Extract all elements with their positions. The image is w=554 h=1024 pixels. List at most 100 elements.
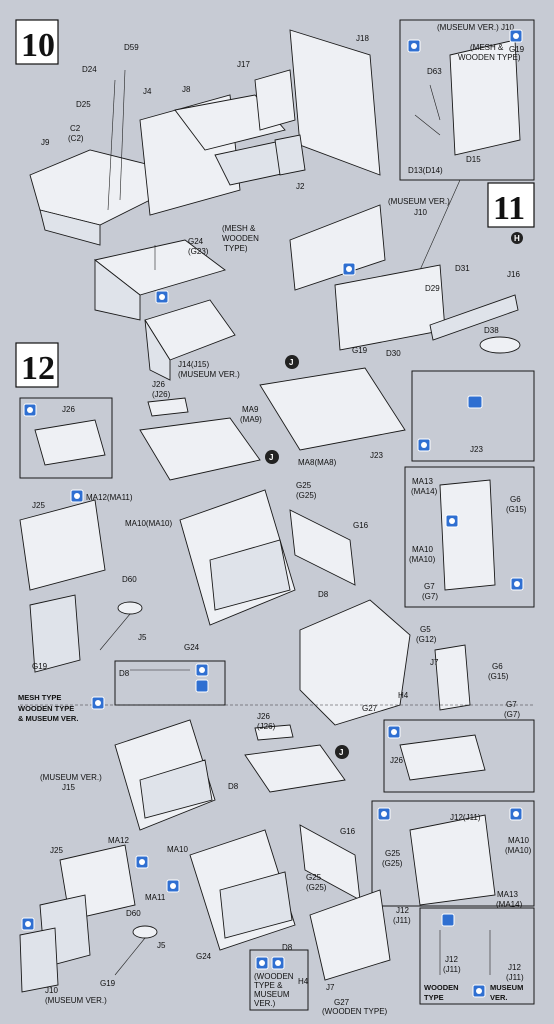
label-g25-d: (G25): [382, 859, 403, 868]
label-j16: J16: [507, 270, 520, 279]
label-museum-ver-2: (MUSEUM VER.): [388, 197, 450, 206]
label-ma13: MA13: [412, 477, 433, 486]
label-j2: J2: [296, 182, 305, 191]
label-g15-b: (G15): [488, 672, 509, 681]
h-circle-icon: [511, 232, 523, 244]
label-g27-b: G27: [334, 998, 350, 1007]
label-g19-top: G19: [509, 45, 525, 54]
label-g23: (G23): [188, 247, 209, 256]
part-j26-inset-lower: [399, 734, 486, 781]
label-g27: G27: [362, 704, 378, 713]
label-d8-c: D8: [228, 782, 239, 791]
label-j12: J12(J11): [450, 813, 481, 822]
label-g24-b: G24: [184, 643, 200, 652]
label-museum-ver: (MUSEUM VER.): [178, 370, 240, 379]
part-j2: [274, 134, 306, 176]
label-j25: J25: [32, 501, 45, 510]
label-g24: G24: [188, 237, 204, 246]
label-g19-left: G19: [32, 662, 48, 671]
label-j4: J4: [143, 87, 152, 96]
label-d30: D30: [386, 349, 401, 358]
label-j11-d: (J11): [506, 973, 524, 982]
label-museum: MUSEUM: [490, 983, 523, 992]
label-g6-b: G6: [492, 662, 503, 671]
label-d38: D38: [484, 326, 499, 335]
part-j10-inset: [449, 39, 521, 156]
label-ver: VER.: [490, 993, 508, 1002]
label-wooden-museum-2: TYPE &: [254, 981, 283, 990]
label-j5-b: J5: [157, 941, 166, 950]
j-circle-icon: [265, 450, 279, 464]
label-j26-e: (J26): [257, 722, 276, 731]
label-d60-b: D60: [126, 909, 141, 918]
label-ma10-d: MA10: [167, 845, 188, 854]
label-j10: J10: [414, 208, 427, 217]
label-and-museum: & MUSEUM VER.: [18, 714, 78, 723]
part-j9-side: [39, 209, 101, 246]
label-d8: D8: [318, 590, 329, 599]
label-d8-b: D8: [119, 669, 130, 678]
label-ma10-left: MA10(MA10): [125, 519, 172, 528]
step-12-number: 12: [21, 350, 55, 387]
part-d38: [479, 336, 521, 354]
paint-icon: [509, 807, 523, 821]
label-c2-alt: (C2): [68, 134, 84, 143]
paint-icon: [166, 879, 180, 893]
label-g25-c: G25: [385, 849, 401, 858]
part-g5: [299, 599, 411, 726]
label-g15: (G15): [506, 505, 527, 514]
callout-line: [419, 179, 461, 271]
j12-inset: [371, 800, 535, 907]
part-cab-seats: [209, 539, 291, 611]
part-j18: [289, 29, 381, 176]
label-ma10-e: MA10: [508, 836, 529, 845]
paint-icon: [23, 403, 37, 417]
label-g7-alt: (G7): [422, 592, 438, 601]
part-d60-wheel-lower: [132, 925, 158, 939]
label-ma13-b: MA13: [497, 890, 518, 899]
label-mesh-top-2: WOODEN TYPE): [458, 53, 521, 62]
step-10-number: 10: [21, 27, 55, 64]
h-circle-label: H: [514, 234, 520, 243]
paint-icon: [509, 29, 523, 43]
label-ma10-alt: (MA10): [409, 555, 436, 564]
door-inset: [404, 466, 535, 608]
label-j5: J5: [138, 633, 147, 642]
step-12-box: [15, 342, 59, 388]
label-ma10: MA10: [412, 545, 433, 554]
label-g25-e: G25: [306, 873, 322, 882]
part-j26-inset: [34, 419, 106, 466]
label-wooden-museum-1: (WOODEN: [254, 972, 294, 981]
label-ma12: MA12(MA11): [86, 493, 133, 502]
paint-icon: [91, 696, 105, 710]
paint-icon: [445, 514, 459, 528]
part-j10: [289, 204, 386, 291]
step-11-inset: [399, 19, 535, 181]
label-j11-c: (J11): [443, 965, 461, 974]
label-j12-c: J12: [445, 955, 458, 964]
part-j23-roof: [259, 367, 406, 451]
label-d25: D25: [76, 100, 91, 109]
j-circle-label: J: [269, 453, 273, 462]
label-ma11: MA11: [145, 893, 166, 902]
part-d59: [119, 69, 126, 201]
part-j12: [409, 814, 496, 906]
label-j26-d: J26: [257, 712, 270, 721]
label-j12-b: J12: [396, 906, 409, 915]
label-g25-f: (G25): [306, 883, 327, 892]
label-d59: D59: [124, 43, 139, 52]
label-j23-inset: J23: [470, 445, 483, 454]
paint-icon: [510, 577, 524, 591]
label-j25-b: J25: [50, 846, 63, 855]
label-g16: G16: [353, 521, 369, 530]
label-j26-inset: J26: [62, 405, 75, 414]
paint-icon: [342, 262, 356, 276]
paint-icon: [407, 39, 421, 53]
label-g7: G7: [424, 582, 435, 591]
label-g25: G25: [296, 481, 312, 490]
label-g19-d: G19: [100, 979, 116, 988]
label-j7: J7: [430, 658, 439, 667]
paint-icon: [271, 956, 285, 970]
label-g16-b: G16: [340, 827, 356, 836]
